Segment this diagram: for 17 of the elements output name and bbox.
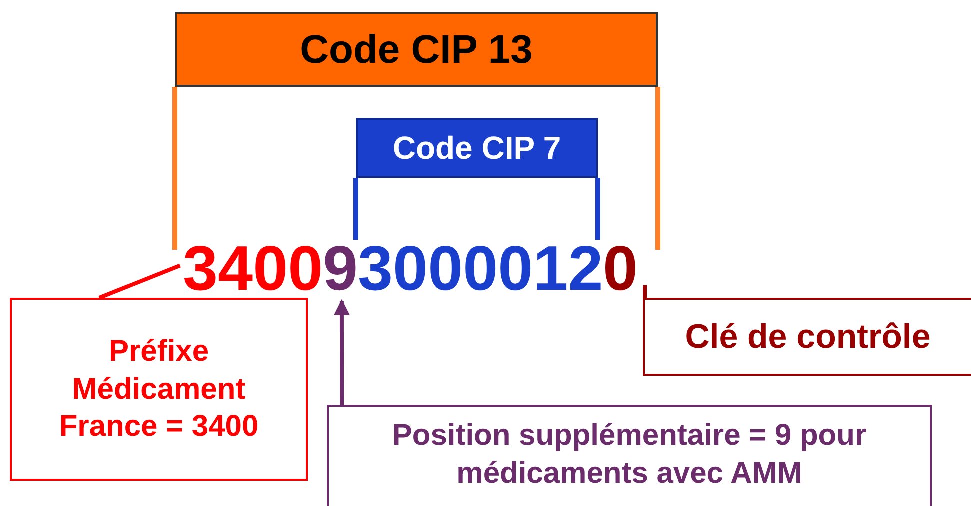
callout-box [10, 298, 308, 481]
code-digits: 3400 [183, 238, 324, 301]
callout-text: Préfixe Médicament France = 3400 [58, 334, 260, 446]
heading-text: Code CIP 13 [300, 26, 533, 74]
callout-box [327, 405, 932, 506]
callout-text: Position supplémentaire = 9 pour médicaments avec AMM [391, 418, 868, 492]
arrow [334, 299, 350, 405]
header-bar [175, 12, 658, 87]
callout-box [643, 298, 971, 376]
code-digits: 0 [603, 238, 638, 301]
code-digits: 3000012 [358, 238, 604, 301]
leader-line [98, 264, 181, 300]
header-bar [356, 118, 598, 178]
code-digits: 9 [323, 238, 358, 301]
callout-text: Clé de contrôle [685, 316, 931, 358]
leader-line [642, 285, 648, 298]
heading-text: Code CIP 7 [392, 129, 562, 168]
